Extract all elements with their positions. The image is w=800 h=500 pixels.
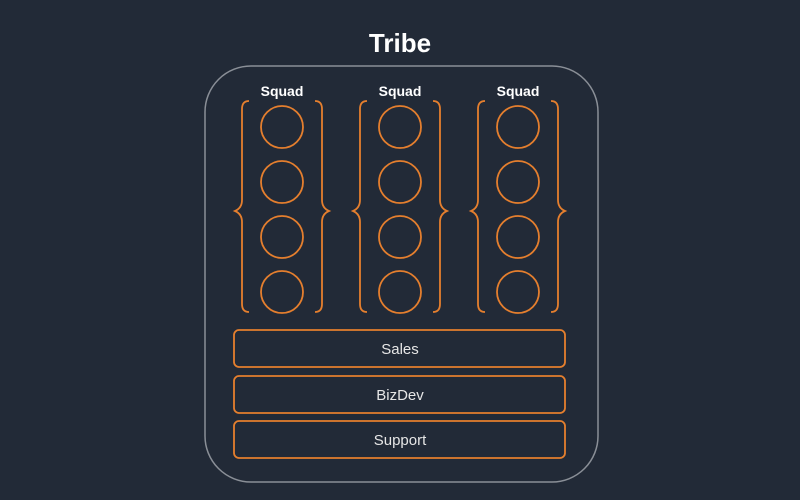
squad-label: Squad — [261, 83, 304, 99]
squad-member-circle — [378, 160, 422, 204]
chapter-label: BizDev — [376, 387, 424, 404]
chapter-label: Sales — [381, 341, 419, 358]
squad-member-circle — [260, 270, 304, 314]
tribe-frame — [204, 65, 599, 483]
squad-right-brace — [550, 100, 568, 313]
squad-group: Squad — [350, 83, 450, 314]
chapter-support: Support — [233, 420, 566, 459]
squad-label: Squad — [497, 83, 540, 99]
squad-member-circle — [496, 215, 540, 259]
squad-member-circle — [378, 270, 422, 314]
squad-member-circle — [378, 105, 422, 149]
squad-left-brace — [468, 100, 486, 313]
chapter-bizdev: BizDev — [233, 375, 566, 414]
chapter-sales: Sales — [233, 329, 566, 368]
squad-member-circle — [496, 270, 540, 314]
squad-group: Squad — [468, 83, 568, 314]
squad-member-circle — [260, 105, 304, 149]
squad-left-brace — [350, 100, 368, 313]
squad-member-circle — [378, 215, 422, 259]
squad-group: Squad — [232, 83, 332, 314]
tribe-title: Tribe — [369, 28, 431, 58]
squad-member-circle — [260, 215, 304, 259]
squad-member-circle — [496, 105, 540, 149]
chapter-label: Support — [374, 432, 427, 449]
chapter-box — [233, 420, 566, 459]
squad-member-circle — [260, 160, 304, 204]
squad-left-brace — [232, 100, 250, 313]
squad-right-brace — [314, 100, 332, 313]
squad-member-circle — [496, 160, 540, 204]
squad-right-brace — [432, 100, 450, 313]
chapter-box — [233, 375, 566, 414]
chapter-box — [233, 329, 566, 368]
squad-label: Squad — [379, 83, 422, 99]
